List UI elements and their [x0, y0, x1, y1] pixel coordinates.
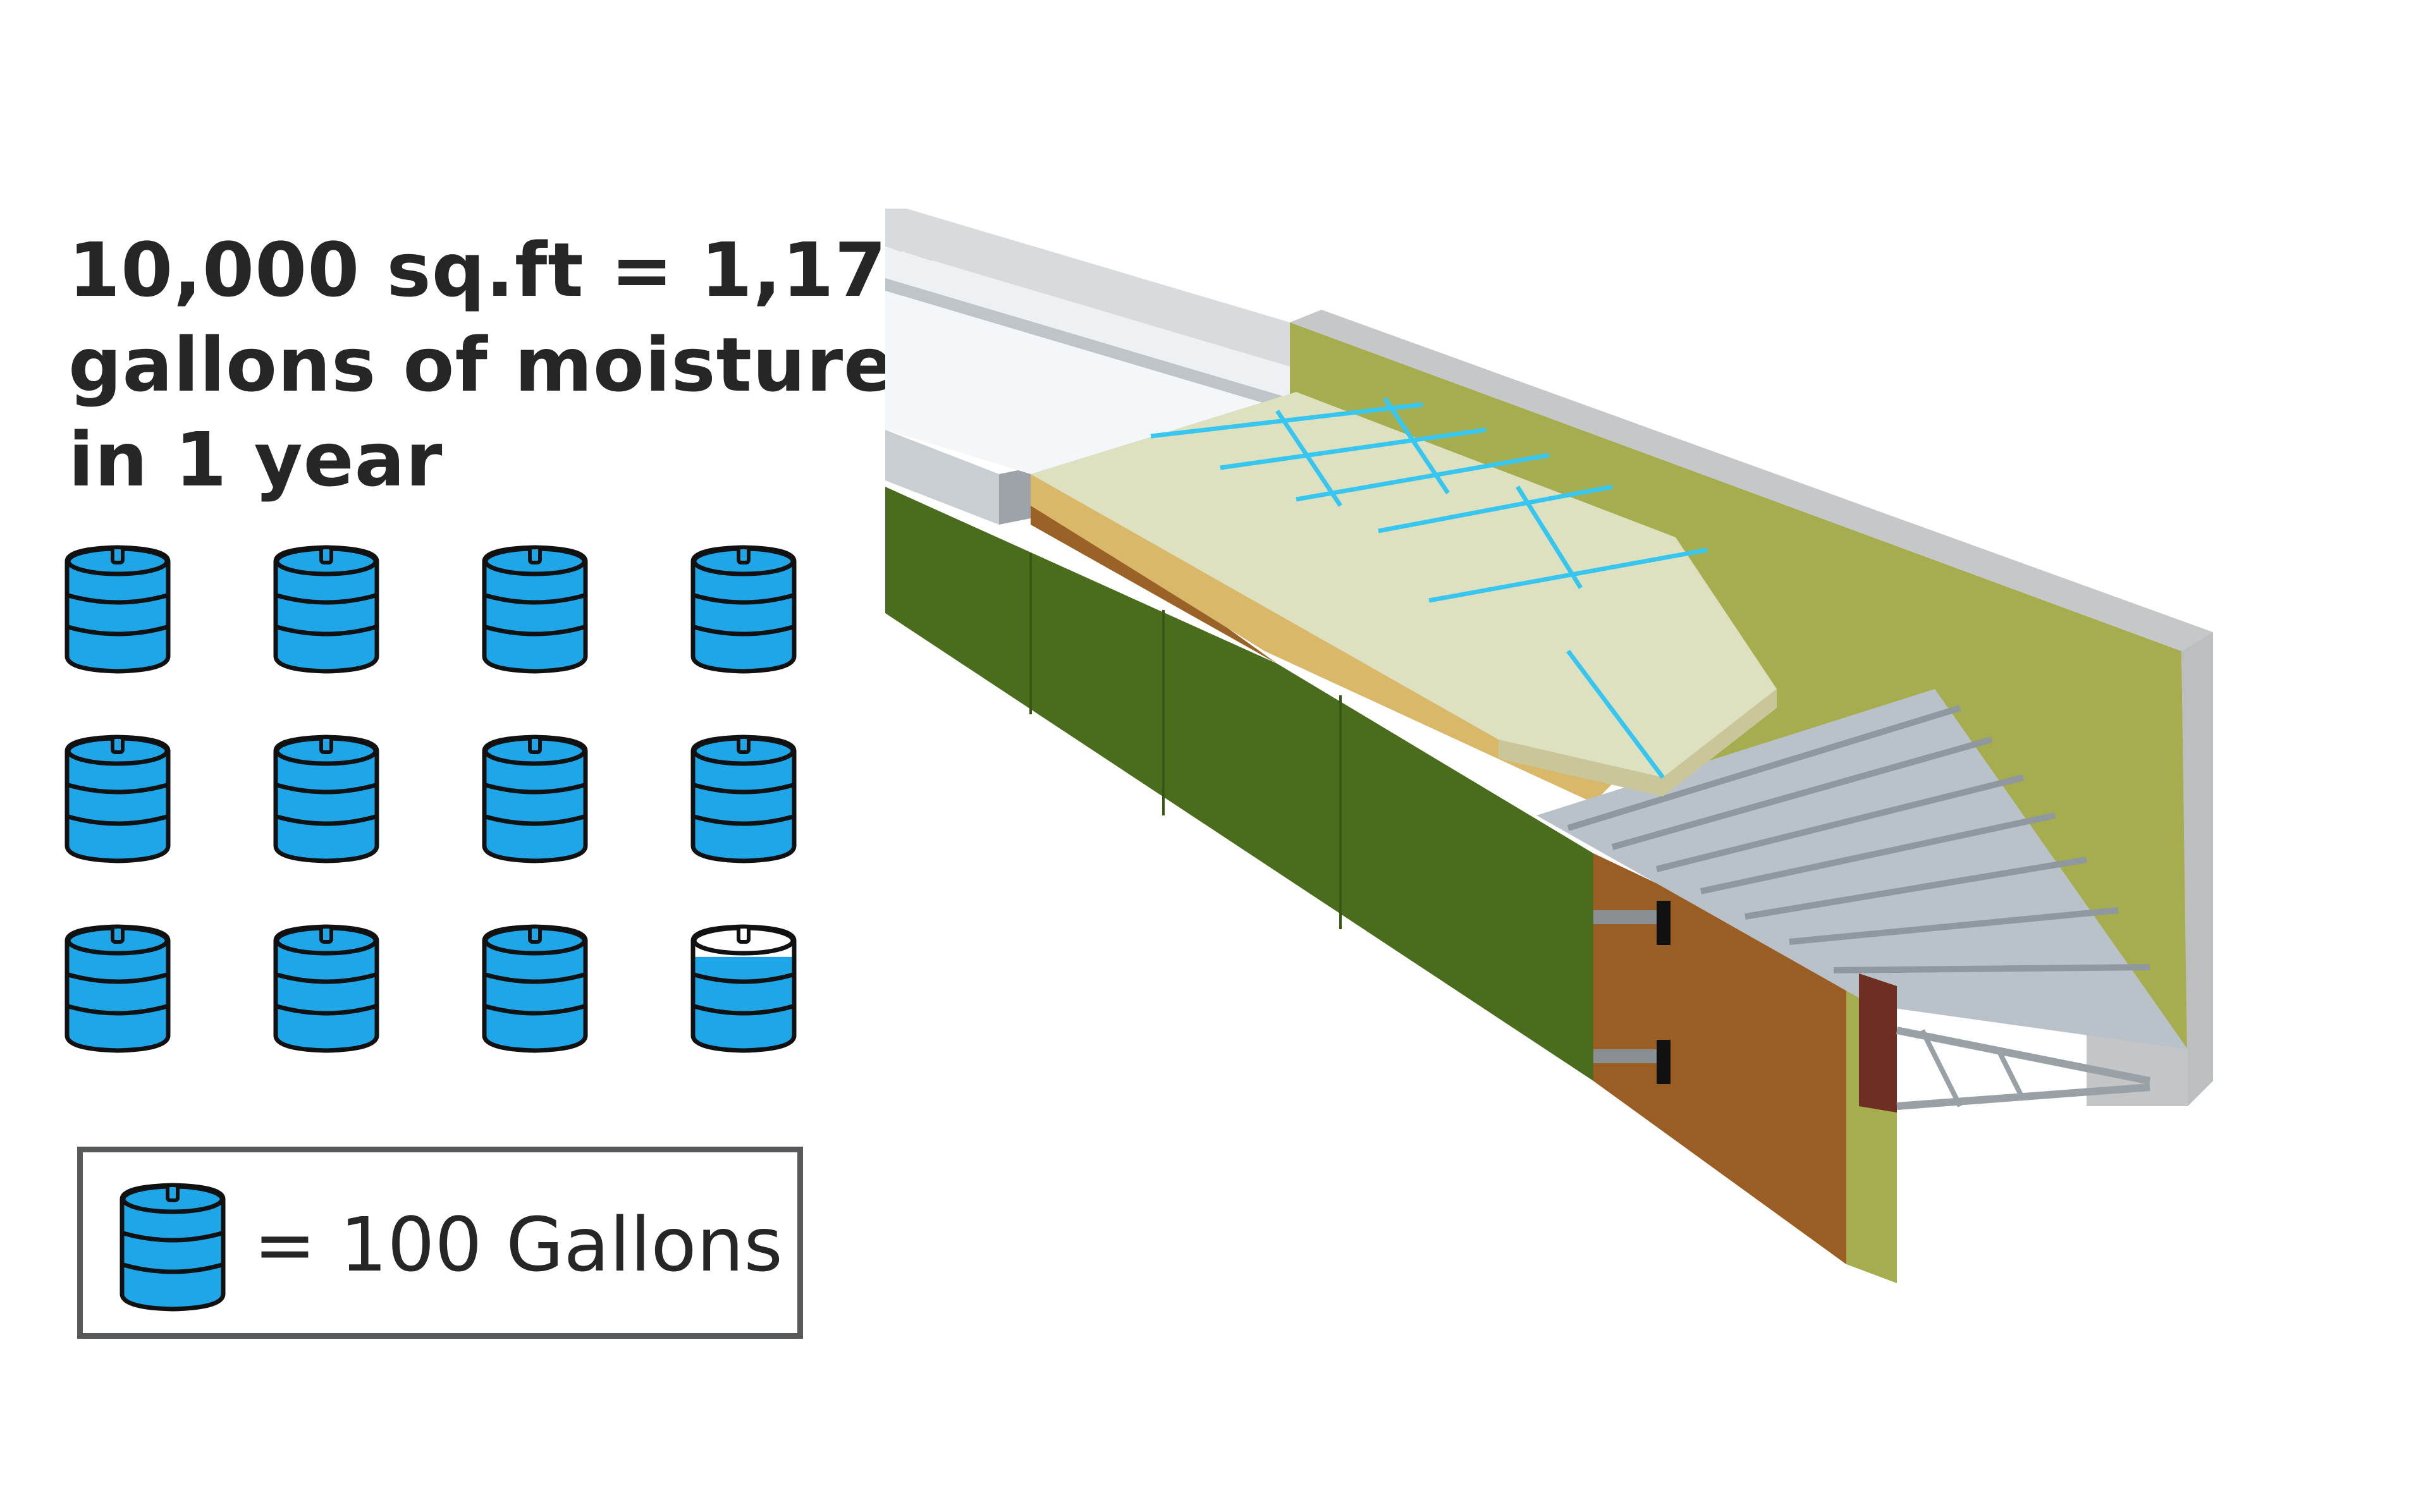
barrel-icon-full	[690, 545, 797, 674]
headline-line-3: in 1 year	[68, 416, 443, 503]
legend-box: = 100 Gallons	[77, 1147, 803, 1339]
steel-joists	[1859, 973, 2151, 1113]
green-panel	[885, 487, 1593, 1081]
barrel-icon-full	[273, 735, 379, 863]
headline-line-1: 10,000 sq.ft = 1,172	[68, 226, 940, 314]
barrel-icon-full	[64, 735, 171, 863]
metal-deck	[1536, 689, 2188, 1049]
headline-line-2: gallons of moisture	[68, 321, 895, 408]
barrel-icon-full	[273, 545, 379, 674]
barrel-icon-partial	[690, 924, 797, 1053]
fasteners	[1593, 901, 1671, 1084]
barrel-icon-full	[273, 924, 379, 1053]
roof-section-illustration	[885, 209, 2213, 1283]
barrel-icon-full	[690, 735, 797, 863]
metal-coping	[885, 209, 1290, 525]
barrel-icon-full	[64, 545, 171, 674]
barrel-icon-full	[64, 924, 171, 1053]
barrel-grid	[64, 545, 797, 1053]
barrel-icon-full	[482, 545, 588, 674]
barrel-icon-full	[482, 924, 588, 1053]
legend-label: = 100 Gallons	[254, 1201, 783, 1288]
copper-sheathing	[1031, 487, 1846, 1264]
moisture-lines	[1150, 397, 1708, 779]
concrete-block-wall	[2087, 632, 2213, 1106]
barrel-icon	[120, 1183, 226, 1312]
headline: 10,000 sq.ft = 1,172 gallons of moisture…	[68, 223, 940, 507]
barrel-icon-full	[482, 735, 588, 863]
